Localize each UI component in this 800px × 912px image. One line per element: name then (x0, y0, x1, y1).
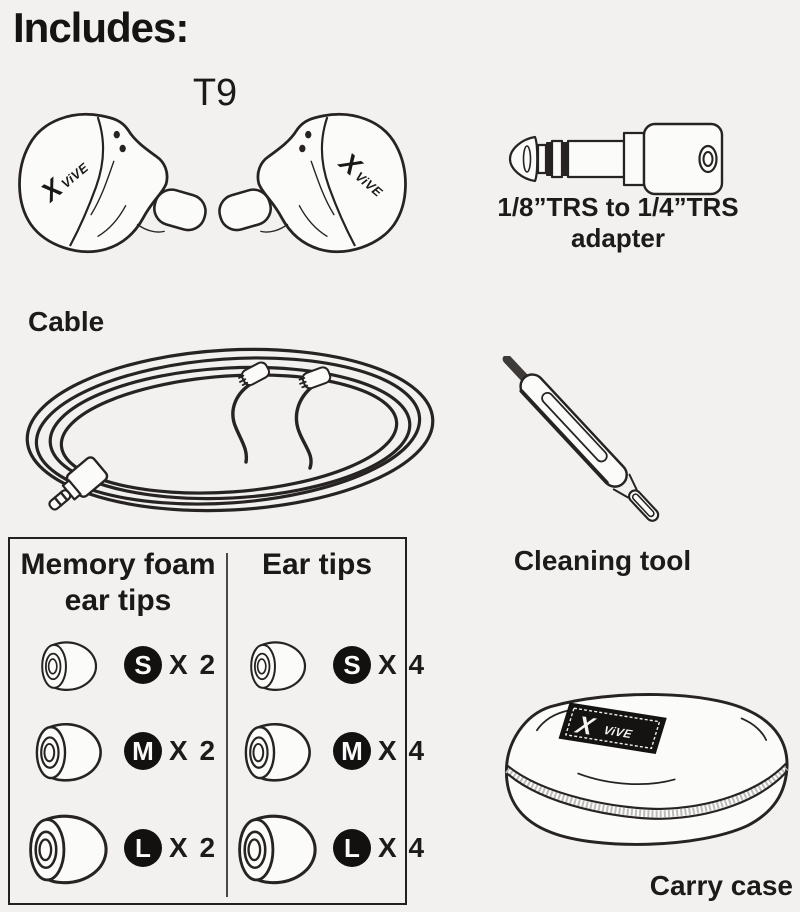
memory-foam-row-s: S X 2 (24, 635, 217, 695)
cable-connector-left (238, 361, 271, 387)
adapter-caption-line1: 1/8”TRS to 1/4”TRS (497, 192, 739, 222)
memory-foam-row-l: L X 2 (24, 803, 217, 893)
size-badge: M (124, 732, 162, 770)
carry-case-illustration: X ViVE (504, 693, 789, 846)
ear-tips-row-s: S X 4 (233, 635, 426, 695)
cable-plug (48, 456, 109, 511)
eartip-icon (24, 638, 118, 693)
adapter-caption: 1/8”TRS to 1/4”TRS adapter (486, 192, 750, 254)
cleaning-tool-caption: Cleaning tool (513, 545, 692, 576)
count-label: X 2 (169, 735, 218, 766)
cable-illustration (25, 347, 435, 513)
cleaning-handle (519, 373, 628, 488)
ear-tips-header: Ear tips (261, 548, 373, 581)
cleaning-tool-illustration (502, 356, 660, 522)
eartip-icon (24, 810, 118, 887)
size-badge: L (124, 829, 162, 867)
eartip-icon (24, 719, 118, 784)
size-badge: S (333, 646, 371, 684)
cable-lead-left (231, 380, 256, 464)
memory-foam-tips-column: Memory foam ear tips S X 2 M X 2 L X 2 (10, 539, 226, 903)
page-title: Includes: (13, 4, 189, 51)
cable-connector-right (298, 366, 332, 390)
count-label: X 4 (378, 735, 427, 766)
eartip-icon (233, 719, 327, 784)
left-earpiece: X ViVE (18, 112, 211, 254)
cleaning-loop-tip (628, 489, 660, 522)
carry-case-caption: Carry case (649, 870, 793, 901)
size-badge: S (124, 646, 162, 684)
cable-coil (25, 347, 435, 513)
right-earpiece: X ViVE (214, 112, 407, 254)
size-badge: L (333, 829, 371, 867)
memory-foam-row-m: M X 2 (24, 715, 217, 787)
size-badge: M (333, 732, 371, 770)
zipper-line-bottom (507, 771, 787, 820)
column-divider (226, 553, 228, 897)
ear-tips-row-l: L X 4 (233, 803, 426, 893)
trs-adapter-illustration (508, 122, 724, 196)
earphones-illustration: X ViVE X ViVE (18, 112, 407, 254)
zipper-line-top (506, 762, 787, 811)
brand-name: ViVE (602, 723, 635, 741)
adapter-caption-line2: adapter (571, 223, 665, 253)
memory-foam-header: Memory foam ear tips (20, 548, 216, 617)
cable-caption: Cable (28, 306, 105, 337)
ear-tips-row-m: M X 4 (233, 715, 426, 787)
count-label: X 4 (378, 832, 427, 863)
silicone-tips-column: Ear tips S X 4 M X 4 L X 4 (229, 539, 424, 903)
eartip-icon (233, 810, 327, 887)
zipper-teeth (505, 765, 789, 818)
case-logo-patch: X ViVE (558, 702, 667, 755)
count-label: X 2 (169, 832, 218, 863)
model-label: T9 (192, 72, 238, 114)
eartip-icon (233, 638, 327, 693)
count-label: X 2 (169, 649, 218, 680)
ear-tips-box: Memory foam ear tips S X 2 M X 2 L X 2 E… (8, 537, 424, 905)
count-label: X 4 (378, 649, 427, 680)
cable-lead-right (294, 384, 315, 470)
